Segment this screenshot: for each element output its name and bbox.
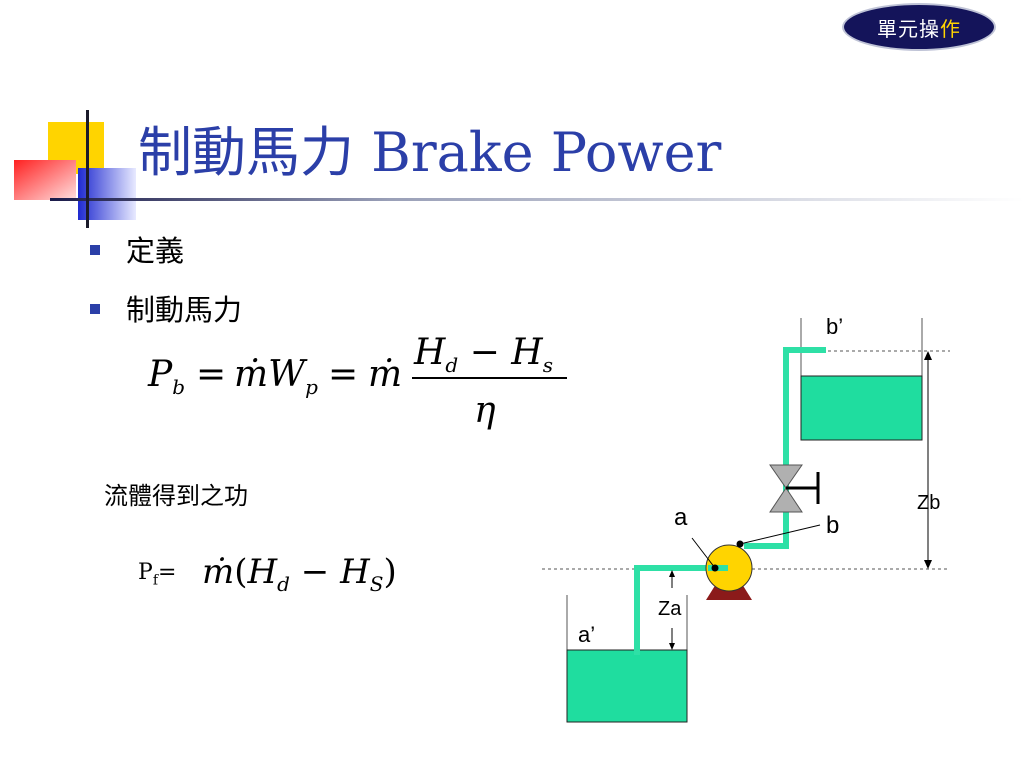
pump-system-diagram	[542, 318, 950, 723]
red-square	[14, 160, 76, 200]
valve-top	[769, 464, 803, 489]
zb-arrowhead-down	[924, 560, 932, 569]
valve-bottom	[769, 487, 803, 513]
slide-title: 制動馬力 Brake Power	[138, 121, 722, 184]
label-b-prime: b’	[826, 314, 844, 339]
bullet-marker	[90, 304, 100, 314]
point-b-leader	[739, 524, 821, 545]
label-a-prime: a’	[578, 622, 596, 647]
lower-tank-water	[566, 649, 688, 723]
bullet-brake-power: 制動馬力	[126, 293, 243, 327]
work-gained-label: 流體得到之功	[104, 482, 248, 510]
za-arrowhead-down	[669, 643, 675, 650]
title-underline	[50, 198, 1024, 201]
suction-pipe	[634, 565, 712, 655]
za-arrowhead-up	[669, 570, 675, 577]
vertical-bar	[86, 110, 89, 228]
unit-badge: 單元操作	[842, 3, 996, 51]
badge-text-part2: 作	[940, 16, 961, 41]
label-b: b	[826, 512, 840, 539]
fluid-work-equation: Pf= ṁ(Hd − HS)	[138, 552, 397, 596]
bullet-definition: 定義	[126, 234, 185, 268]
pump-body	[705, 544, 753, 592]
bullet-marker	[90, 245, 100, 255]
discharge-pipe	[744, 347, 826, 549]
badge-text-part1: 單元操	[877, 16, 940, 41]
zb-arrowhead-up	[924, 351, 932, 360]
label-a: a	[674, 504, 688, 531]
point-a-leader	[691, 537, 716, 569]
decorative-corner-graphic	[14, 110, 1024, 228]
brake-power-equation: Pb = ṁWp = ṁ Hd − Hs η	[148, 330, 578, 440]
upper-tank-water	[800, 375, 923, 441]
label-zb: Zb	[917, 492, 941, 514]
label-za: Za	[658, 598, 682, 620]
